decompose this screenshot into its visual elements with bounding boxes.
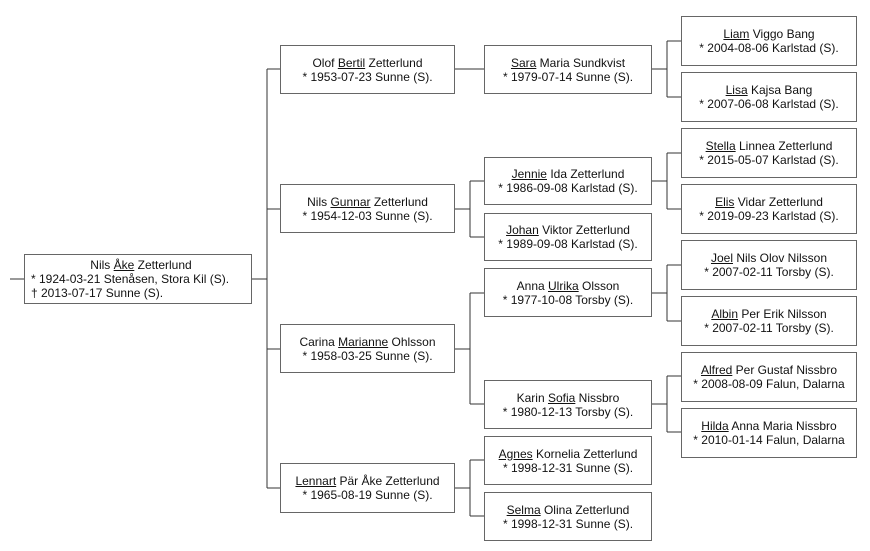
birth-info: * 2015-05-07 Karlstad (S). [699,153,839,167]
birth-info: * 2007-02-11 Torsby (S). [704,321,834,335]
birth-info: * 2019-09-23 Karlstad (S). [699,209,839,223]
person-name: Anna Ulrika Olsson [516,278,620,293]
birth-info: * 1980-12-13 Torsby (S). [502,404,634,419]
person-box-great-grandchild[interactable]: Hilda Anna Maria Nissbro * 2010-01-14 Fa… [681,408,857,458]
birth-info: * 2004-08-06 Karlstad (S). [699,41,839,55]
birth-info: * 1989-09-08 Karlstad (S). [498,237,638,251]
person-name: Johan Viktor Zetterlund [506,223,630,237]
person-name: Alfred Per Gustaf Nissbro [700,363,838,377]
person-box-root[interactable]: Nils Åke Zetterlund * 1924-03-21 Stenåse… [24,254,252,304]
birth-info: * 1965-08-19 Sunne (S). [302,488,433,502]
birth-info: * 2007-06-08 Karlstad (S). [699,97,839,111]
birth-info: * 2007-02-11 Torsby (S). [704,265,834,279]
person-name: Hilda Anna Maria Nissbro [701,419,837,433]
person-name: Jennie Ida Zetterlund [511,167,625,181]
person-box-great-grandchild[interactable]: Elis Vidar Zetterlund * 2019-09-23 Karls… [681,184,857,234]
person-box-child[interactable]: Lennart Pär Åke Zetterlund * 1965-08-19 … [280,463,455,513]
birth-info: * 1998-12-31 Sunne (S). [502,516,634,531]
person-box-child[interactable]: Olof Bertil Zetterlund * 1953-07-23 Sunn… [280,45,455,94]
person-name: Carina Marianne Ohlsson [299,334,436,349]
person-name: Nils Gunnar Zetterlund [307,194,428,209]
birth-info: * 1924-03-21 Stenåsen, Stora Kil (S). [31,272,230,286]
person-name: Joel Nils Olov Nilsson [710,251,828,265]
birth-info: * 1954-12-03 Sunne (S). [302,208,433,223]
person-box-great-grandchild[interactable]: Alfred Per Gustaf Nissbro * 2008-08-09 F… [681,352,857,402]
person-box-great-grandchild[interactable]: Stella Linnea Zetterlund * 2015-05-07 Ka… [681,128,857,178]
person-name: Agnes Kornelia Zetterlund [498,446,638,461]
birth-info: * 1998-12-31 Sunne (S). [502,460,634,475]
death-info: † 2013-07-17 Sunne (S). [31,286,164,300]
person-name: Selma Olina Zetterlund [506,502,630,517]
person-name: Lennart Pär Åke Zetterlund [295,474,440,488]
person-box-child[interactable]: Carina Marianne Ohlsson * 1958-03-25 Sun… [280,324,455,373]
person-box-grandchild[interactable]: Selma Olina Zetterlund * 1998-12-31 Sunn… [484,492,652,541]
person-name: Albin Per Erik Nilsson [711,307,827,321]
birth-info: * 1977-10-08 Torsby (S). [502,292,634,307]
person-box-grandchild[interactable]: Agnes Kornelia Zetterlund * 1998-12-31 S… [484,436,652,485]
person-name: Sara Maria Sundkvist [510,55,626,70]
person-box-great-grandchild[interactable]: Albin Per Erik Nilsson * 2007-02-11 Tors… [681,296,857,346]
person-name: Nils Åke Zetterlund [90,258,192,272]
person-name: Liam Viggo Bang [723,27,815,41]
person-name: Elis Vidar Zetterlund [715,195,823,209]
person-name: Lisa Kajsa Bang [725,83,813,97]
birth-info: * 1986-09-08 Karlstad (S). [498,181,638,195]
person-name: Karin Sofia Nissbro [516,390,620,405]
birth-info: * 1953-07-23 Sunne (S). [302,69,433,84]
person-box-great-grandchild[interactable]: Joel Nils Olov Nilsson * 2007-02-11 Tors… [681,240,857,290]
person-box-grandchild[interactable]: Sara Maria Sundkvist * 1979-07-14 Sunne … [484,45,652,94]
person-box-grandchild[interactable]: Jennie Ida Zetterlund * 1986-09-08 Karls… [484,157,652,205]
person-box-grandchild[interactable]: Karin Sofia Nissbro * 1980-12-13 Torsby … [484,380,652,429]
birth-info: * 2008-08-09 Falun, Dalarna [693,377,845,391]
person-name: Stella Linnea Zetterlund [705,139,833,153]
birth-info: * 2010-01-14 Falun, Dalarna [693,433,845,447]
person-box-great-grandchild[interactable]: Lisa Kajsa Bang * 2007-06-08 Karlstad (S… [681,72,857,122]
person-name: Olof Bertil Zetterlund [312,55,423,70]
birth-info: * 1958-03-25 Sunne (S). [302,348,433,363]
person-box-child[interactable]: Nils Gunnar Zetterlund * 1954-12-03 Sunn… [280,184,455,233]
person-box-grandchild[interactable]: Anna Ulrika Olsson * 1977-10-08 Torsby (… [484,268,652,317]
person-box-great-grandchild[interactable]: Liam Viggo Bang * 2004-08-06 Karlstad (S… [681,16,857,66]
person-box-grandchild[interactable]: Johan Viktor Zetterlund * 1989-09-08 Kar… [484,213,652,261]
birth-info: * 1979-07-14 Sunne (S). [502,69,634,84]
